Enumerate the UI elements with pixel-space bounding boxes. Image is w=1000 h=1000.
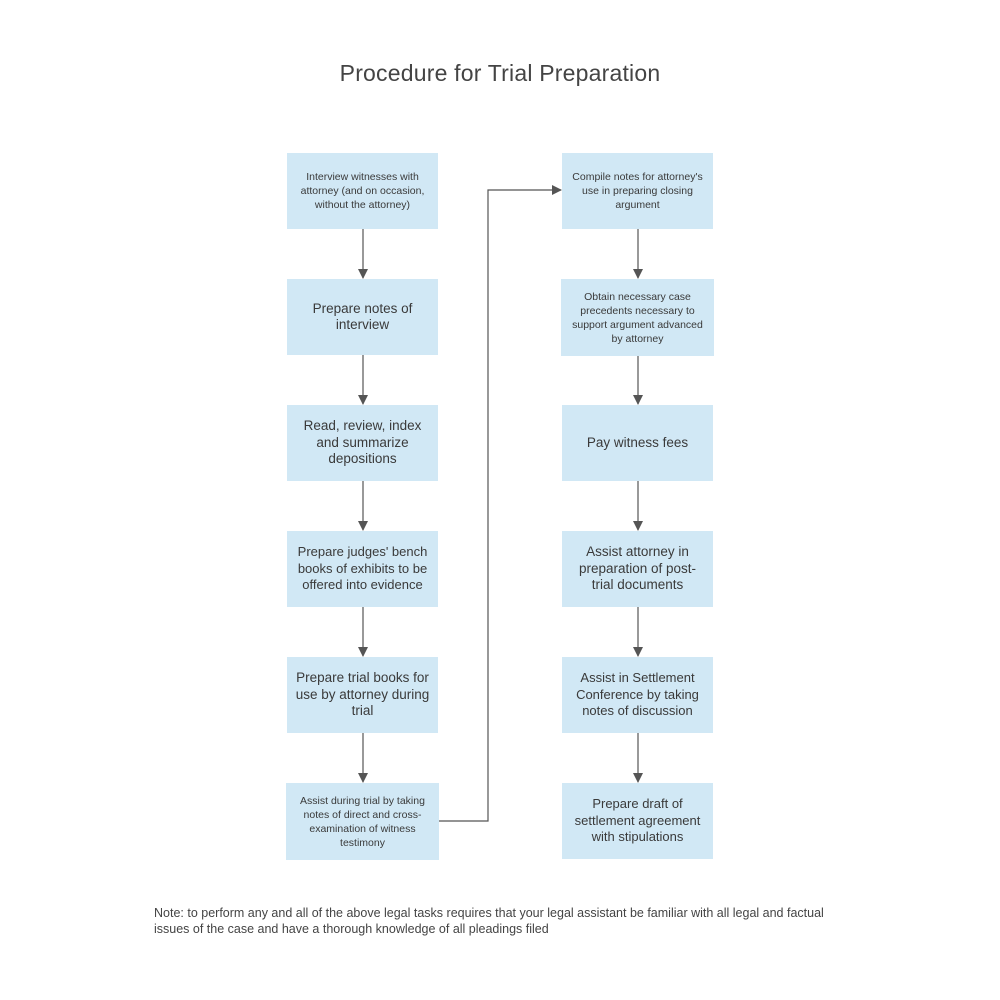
- step-post-trial-documents: Assist attorney in preparation of post-t…: [562, 531, 713, 607]
- step-pay-witness-fees: Pay witness fees: [562, 405, 713, 481]
- step-label: Assist in Settlement Conference by takin…: [576, 670, 699, 719]
- step-settlement-conference: Assist in Settlement Conference by takin…: [562, 657, 713, 733]
- step-summarize-depositions: Read, review, index and summarize deposi…: [287, 405, 438, 481]
- step-label: Prepare trial books for use by attorney …: [295, 670, 430, 719]
- step-label: Assist attorney in preparation of post-t…: [578, 544, 697, 593]
- step-prepare-notes-of-interview: Prepare notes of interview: [287, 279, 438, 355]
- step-label: Obtain necessary case precedents necessa…: [572, 290, 703, 345]
- step-label: Pay witness fees: [586, 434, 689, 450]
- step-label: Prepare draft of settlement agreement wi…: [574, 796, 701, 845]
- step-obtain-case-precedents: Obtain necessary case precedents necessa…: [561, 279, 714, 356]
- step-interview-witnesses: Interview witnesses with attorney (and o…: [287, 153, 438, 229]
- step-prepare-bench-books: Prepare judges' bench books of exhibits …: [287, 531, 438, 607]
- step-label: Read, review, index and summarize deposi…: [303, 418, 422, 467]
- footnote: Note: to perform any and all of the abov…: [154, 906, 824, 936]
- step-label: Prepare notes of interview: [312, 300, 413, 333]
- step-draft-settlement-agreement: Prepare draft of settlement agreement wi…: [562, 783, 713, 859]
- step-assist-during-trial: Assist during trial by taking notes of d…: [286, 783, 439, 860]
- step-compile-closing-notes: Compile notes for attorney's use in prep…: [562, 153, 713, 229]
- step-prepare-trial-books: Prepare trial books for use by attorney …: [287, 657, 438, 733]
- step-label: Compile notes for attorney's use in prep…: [572, 171, 703, 211]
- arrow-left-6-right-1: [439, 185, 562, 822]
- step-label: Prepare judges' bench books of exhibits …: [297, 544, 428, 593]
- diagram-title: Procedure for Trial Preparation: [339, 60, 661, 86]
- step-label: Interview witnesses with attorney (and o…: [300, 171, 425, 211]
- step-label: Assist during trial by taking notes of d…: [300, 794, 425, 849]
